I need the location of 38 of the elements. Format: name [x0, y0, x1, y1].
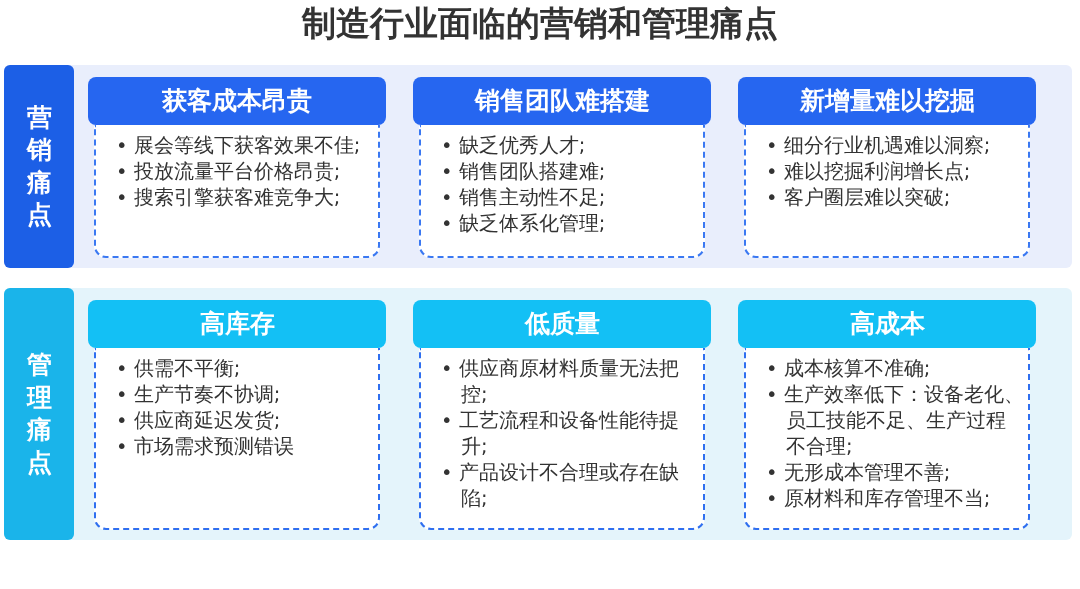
list-item: • 生产效率低下：设备老化、员工技能不足、生产过程不合理;: [766, 382, 1024, 460]
list-item: • 生产节奏不协调;: [116, 382, 282, 408]
title: 制造行业面临的营销和管理痛点: [300, 2, 779, 45]
dashed-panel: [94, 125, 380, 258]
section-label: 营销痛点: [26, 101, 52, 231]
list-item: • 成本核算不准确;: [766, 356, 932, 382]
list-item: • 细分行业机遇难以洞察;: [766, 133, 992, 159]
list-item: • 工艺流程和设备性能待提升;: [441, 408, 680, 460]
card-heading: 新增量难以挖掘: [738, 77, 1036, 125]
list-item: • 客户圈层难以突破;: [766, 185, 952, 211]
list-item: • 缺乏体系化管理;: [441, 211, 607, 237]
list-item: • 无形成本管理不善;: [766, 460, 952, 486]
dashed-panel: [744, 125, 1030, 258]
card-heading: 高成本: [738, 300, 1036, 348]
card-heading: 销售团队难搭建: [413, 77, 711, 125]
dashed-panel: [419, 348, 705, 530]
list-item: • 原材料和库存管理不当;: [766, 486, 992, 512]
section-band: [4, 65, 1072, 268]
dashed-panel: [744, 348, 1030, 530]
section-label: 管理痛点: [26, 349, 52, 479]
list-item: • 供应商原材料质量无法把控;: [441, 356, 680, 408]
card-heading: 获客成本昂贵: [88, 77, 386, 125]
list-item: • 难以挖掘利润增长点;: [766, 159, 972, 185]
dashed-panel: [419, 125, 705, 258]
list-item: • 销售团队搭建难;: [441, 159, 607, 185]
section-band: [4, 288, 1072, 540]
list-item: • 供需不平衡;: [116, 356, 242, 382]
list-item: • 搜索引擎获客难竞争大;: [116, 185, 342, 211]
list-item: • 供应商延迟发货;: [116, 408, 282, 434]
card-heading: 低质量: [413, 300, 711, 348]
list-item: • 展会等线下获客效果不佳;: [116, 133, 362, 159]
card-heading: 高库存: [88, 300, 386, 348]
list-item: • 投放流量平台价格昂贵;: [116, 159, 342, 185]
list-item: • 产品设计不合理或存在缺陷;: [441, 460, 680, 512]
list-item: • 市场需求预测错误: [116, 434, 295, 460]
list-item: • 销售主动性不足;: [441, 185, 607, 211]
dashed-panel: [94, 348, 380, 530]
list-item: • 缺乏优秀人才;: [441, 133, 587, 159]
